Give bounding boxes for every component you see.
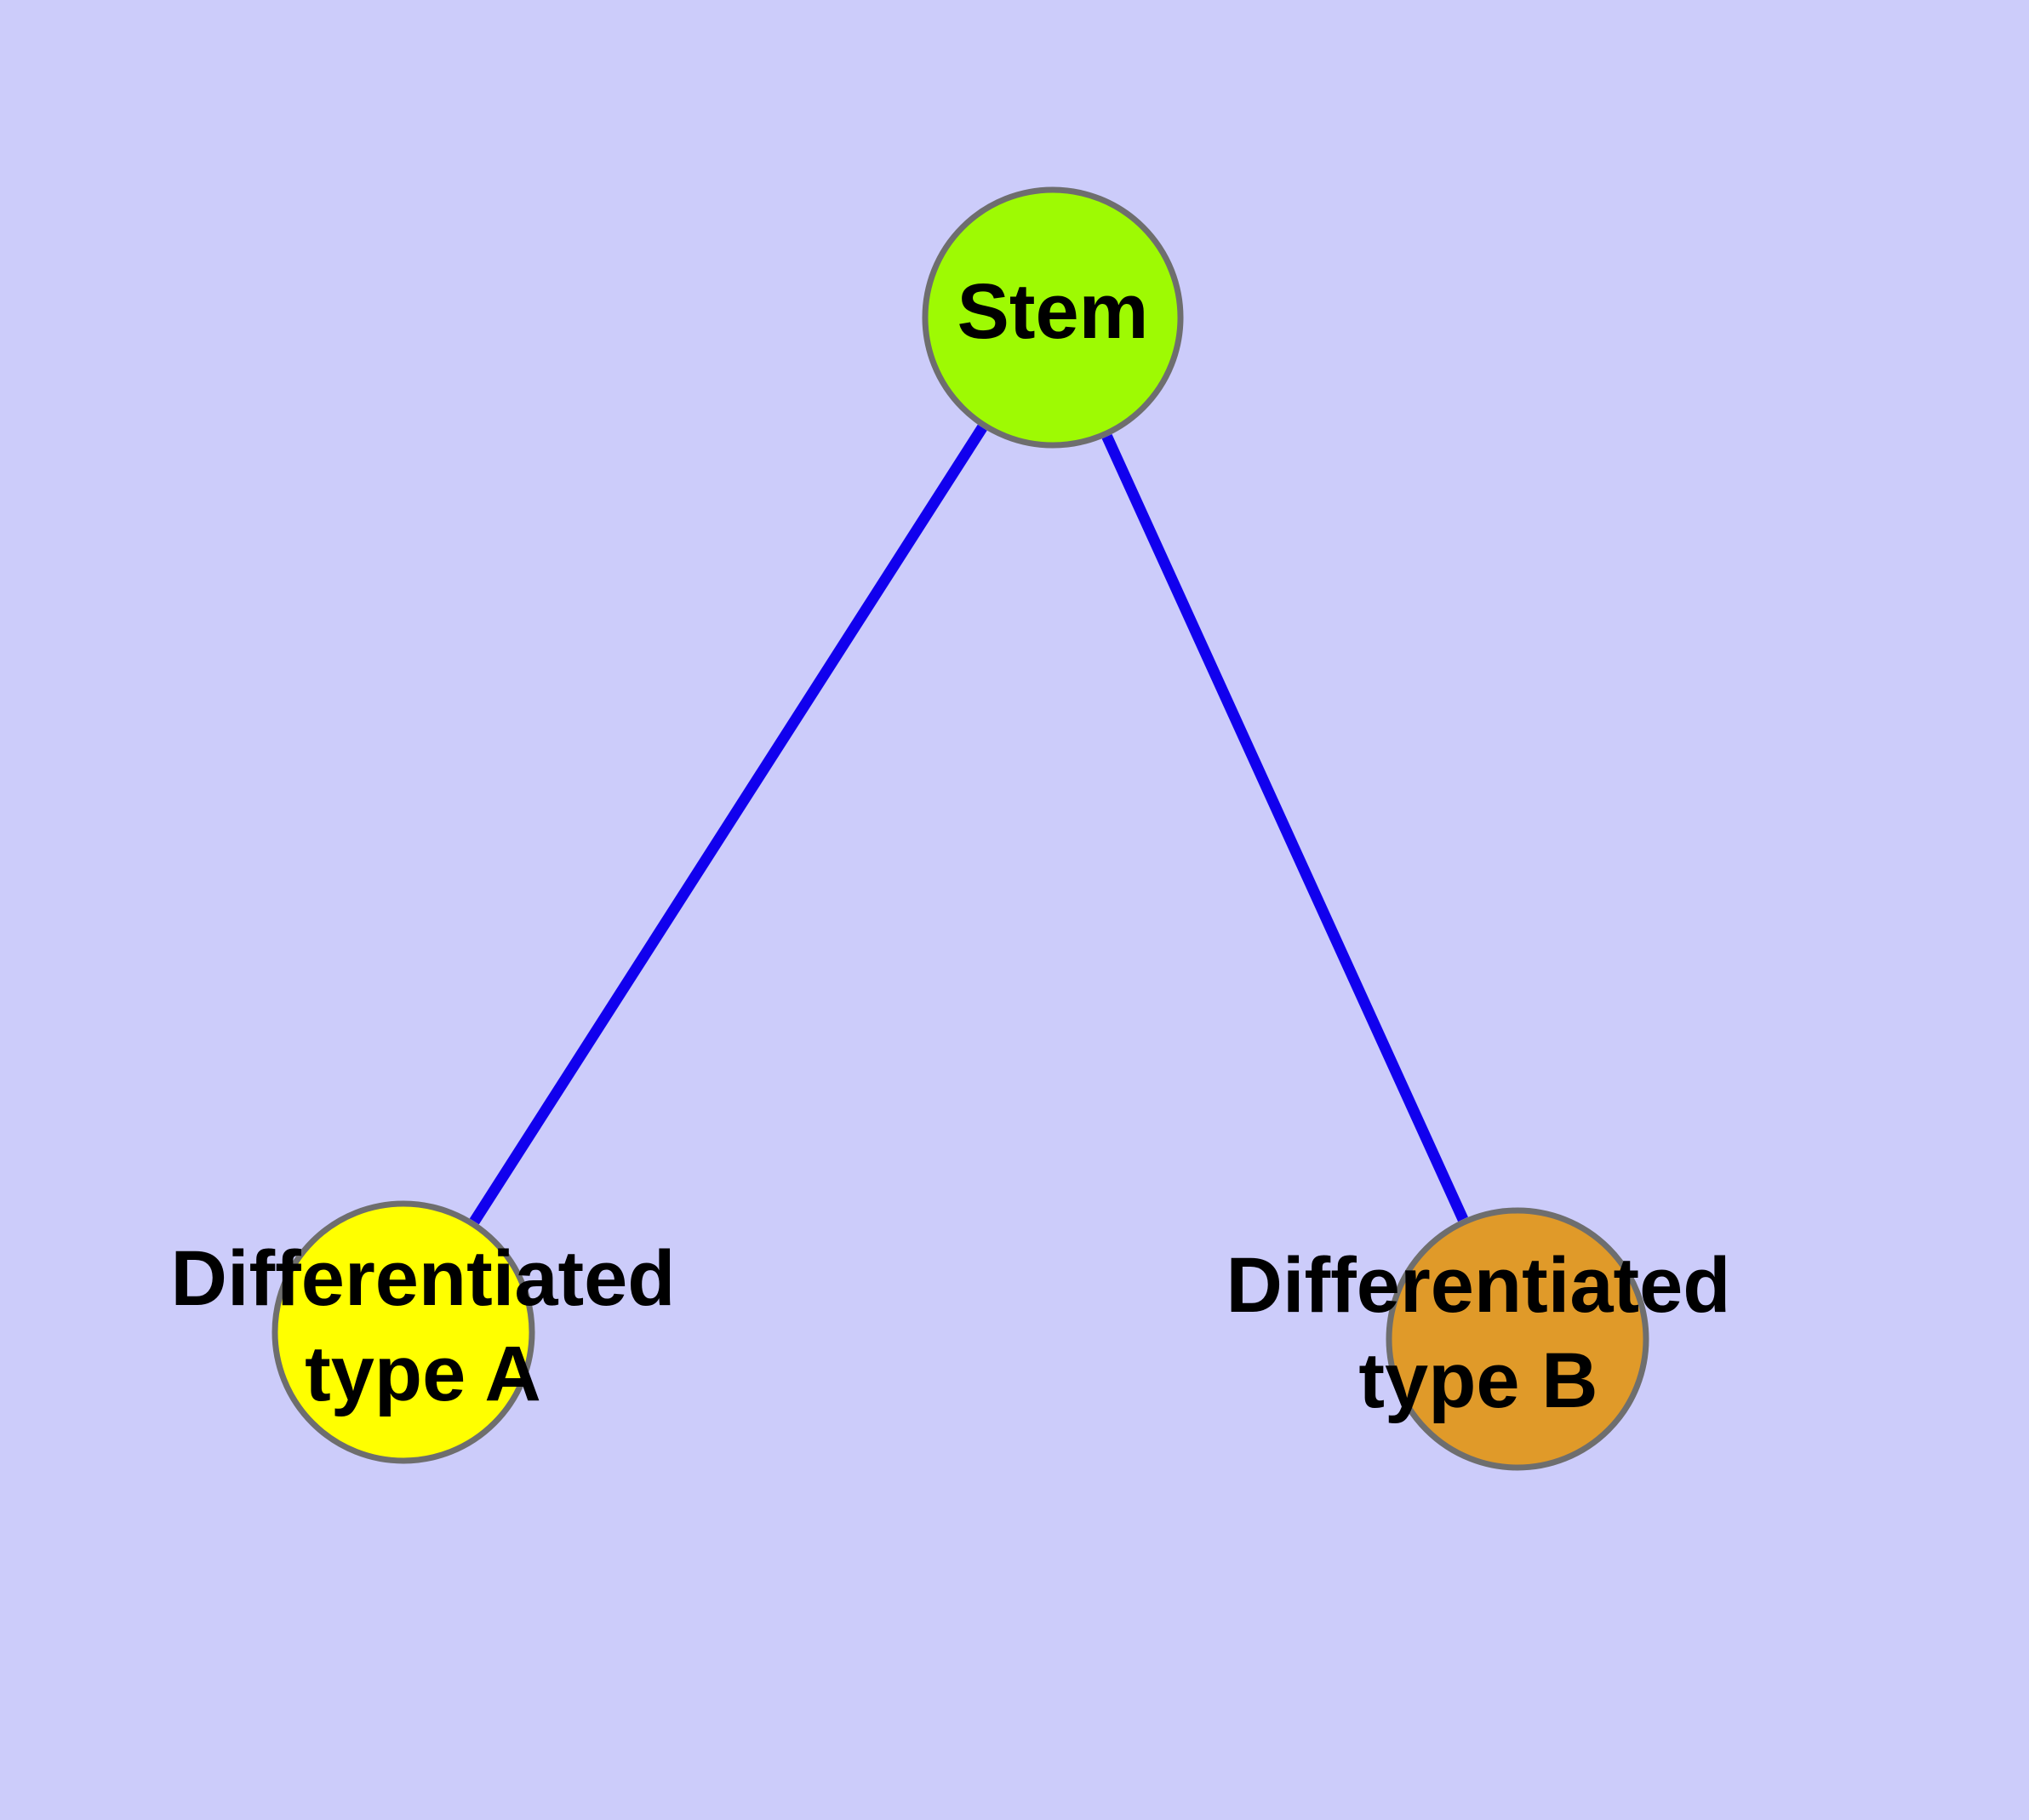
graph-node-label-stem: Stem	[957, 268, 1149, 355]
graph-edge-stem-to-diff-a[interactable]	[469, 424, 987, 1225]
graph-node-diff_a[interactable]	[271, 1200, 535, 1464]
graph-node-label-line: type A	[305, 1331, 541, 1417]
graph-node-label-diff_a: Differentiated type A	[171, 1235, 676, 1417]
graph-node-label-line: Stem	[957, 268, 1149, 355]
graph-node-stem[interactable]	[922, 186, 1184, 449]
graph-edge-stem-to-diff-b[interactable]	[1101, 434, 1468, 1222]
graph-node-label-line: type B	[1358, 1337, 1597, 1424]
node-layer	[271, 186, 1649, 1471]
graph-node-label-line: Differentiated	[1226, 1242, 1731, 1329]
graph-node-diff_b[interactable]	[1386, 1207, 1649, 1471]
graph-node-label-line: Differentiated	[171, 1235, 676, 1322]
edge-layer	[469, 424, 1468, 1225]
